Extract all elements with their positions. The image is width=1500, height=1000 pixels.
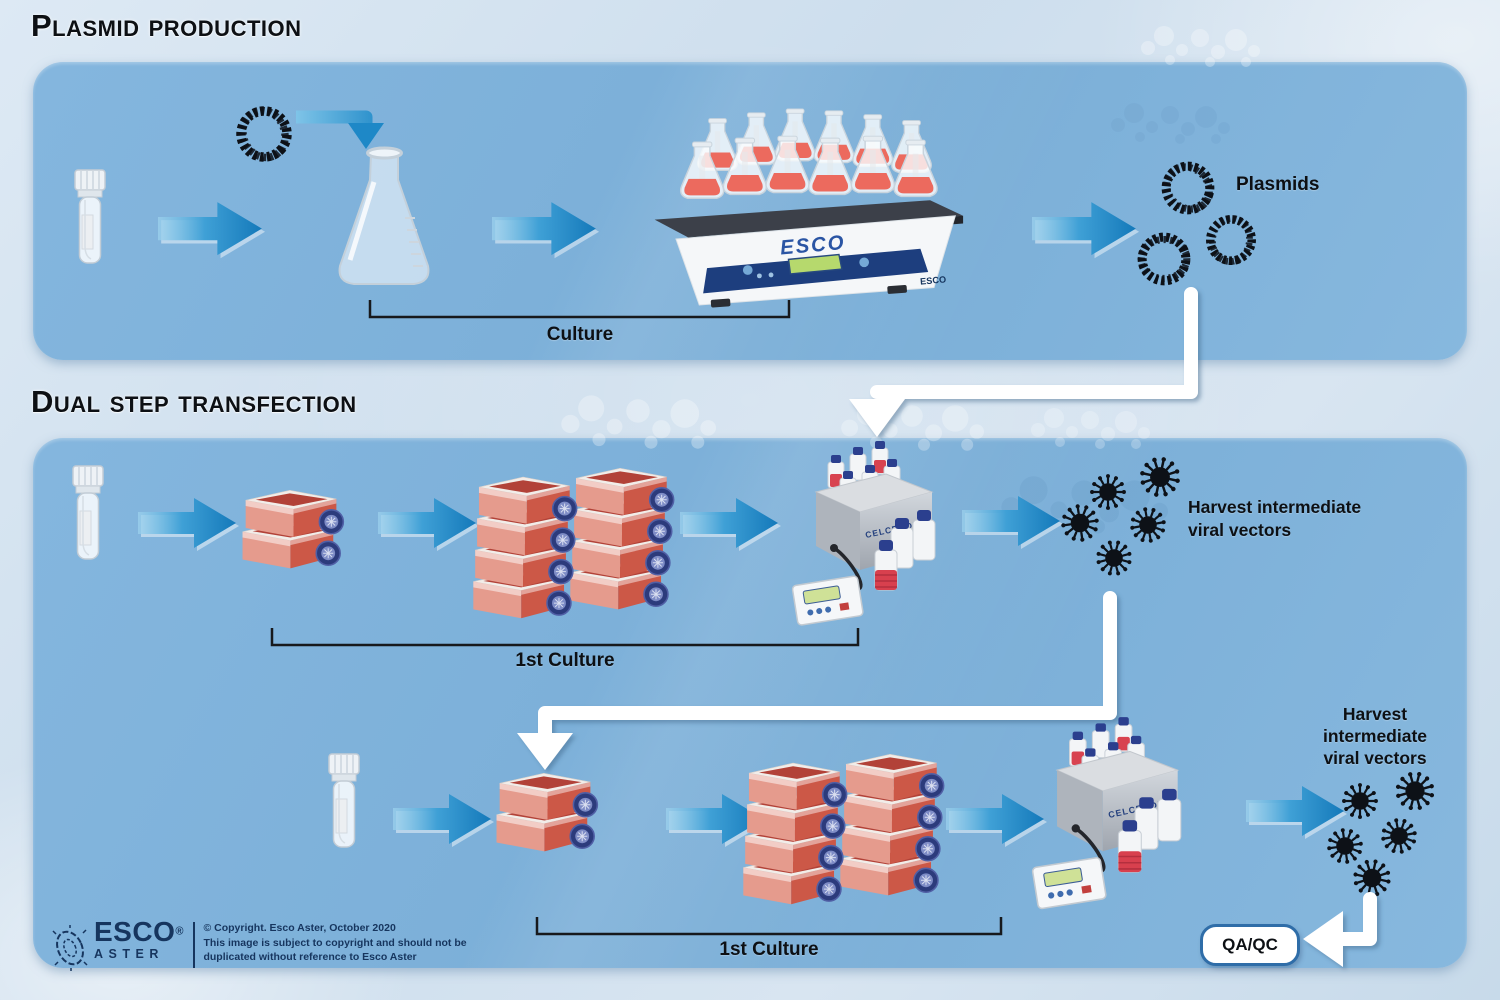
plasmids-label: Plasmids — [1236, 174, 1320, 195]
harvest-label-row1-line2: viral vectors — [1188, 520, 1292, 540]
flow-arrow-icon — [680, 498, 781, 551]
flow-arrow-icon — [393, 794, 494, 847]
flow-arrow-icon — [158, 202, 266, 259]
bubble-cluster — [1111, 103, 1230, 144]
harvest-label-row2-line2: intermediate — [1322, 726, 1428, 746]
cryovial-icon — [328, 753, 360, 848]
plasmid-dna-icon — [222, 92, 307, 177]
plasmid-transfer-arrow — [849, 287, 1198, 437]
celcradle-bioreactor-illustration — [792, 441, 935, 626]
first-culture-bracket-row1 — [270, 628, 860, 647]
celcradle-bioreactor-illustration — [1032, 717, 1181, 909]
esco-aster-cell-icon — [52, 925, 88, 971]
erlenmeyer-flask-icon — [340, 148, 429, 284]
cryovial-icon — [74, 169, 106, 264]
first-culture-label-row2: 1st Culture — [719, 939, 819, 960]
section-title-plasmid-production: Plasmid production — [31, 8, 302, 43]
harvest-label-row2-line1: Harvest — [1342, 704, 1408, 724]
virus-cluster-row2 — [1322, 767, 1439, 902]
cryovial-icon — [72, 465, 104, 560]
registered-mark: ® — [175, 925, 184, 938]
t-flask-stack-8 — [743, 754, 943, 904]
logo-divider — [193, 922, 196, 968]
t-flask-stack-2 — [497, 773, 598, 851]
t-flask-stack-8 — [473, 468, 673, 618]
harvest-transfer-arrow — [517, 591, 1117, 770]
copyright-text: © Copyright. Esco Aster, October 2020 Th… — [203, 921, 466, 965]
section-title-dual-step-transfection: Dual step transfection — [31, 384, 357, 419]
culture-bracket-label: Culture — [546, 324, 614, 345]
harvest-label-row1-line1: Harvest intermediate — [1188, 497, 1362, 517]
copyright-line3: duplicated without reference to Esco Ast… — [203, 951, 417, 963]
flow-arrow-icon — [138, 498, 239, 551]
plasmid-to-flask-arrow — [296, 110, 384, 149]
bubble-cluster — [1031, 408, 1150, 449]
bubble-cluster — [1141, 26, 1260, 67]
first-culture-bracket-row2 — [535, 917, 1003, 936]
qaqc-arrow — [1303, 892, 1377, 967]
orbital-shaker-illustration — [655, 109, 963, 308]
footer: ESCO® ASTER © Copyright. Esco Aster, Oct… — [50, 918, 467, 972]
flow-arrow-icon — [492, 202, 600, 259]
t-flask-stack-2 — [243, 490, 344, 568]
qaqc-badge: QA/QC — [1200, 924, 1300, 966]
logo-aster-text: ASTER — [94, 947, 164, 961]
flow-arrow-icon — [378, 498, 479, 551]
bubble-cluster — [561, 395, 716, 449]
flow-arrow-icon — [946, 794, 1047, 847]
culture-bracket — [368, 300, 791, 319]
harvest-label-row1: Harvest intermediate viral vectors — [1188, 496, 1361, 542]
copyright-line2: This image is subject to copyright and s… — [203, 936, 467, 949]
esco-aster-logo: ESCO® ASTER — [94, 918, 183, 961]
flow-arrow-icon — [1032, 202, 1140, 259]
copyright-line1: © Copyright. Esco Aster, October 2020 — [203, 922, 396, 934]
first-culture-label-row1: 1st Culture — [515, 650, 615, 671]
harvest-label-row2-line3: viral vectors — [1323, 748, 1427, 768]
harvest-label-row2: Harvest intermediate viral vectors — [1297, 703, 1453, 769]
flow-arrow-icon — [1246, 786, 1347, 839]
logo-esco-text: ESCO — [94, 916, 176, 947]
